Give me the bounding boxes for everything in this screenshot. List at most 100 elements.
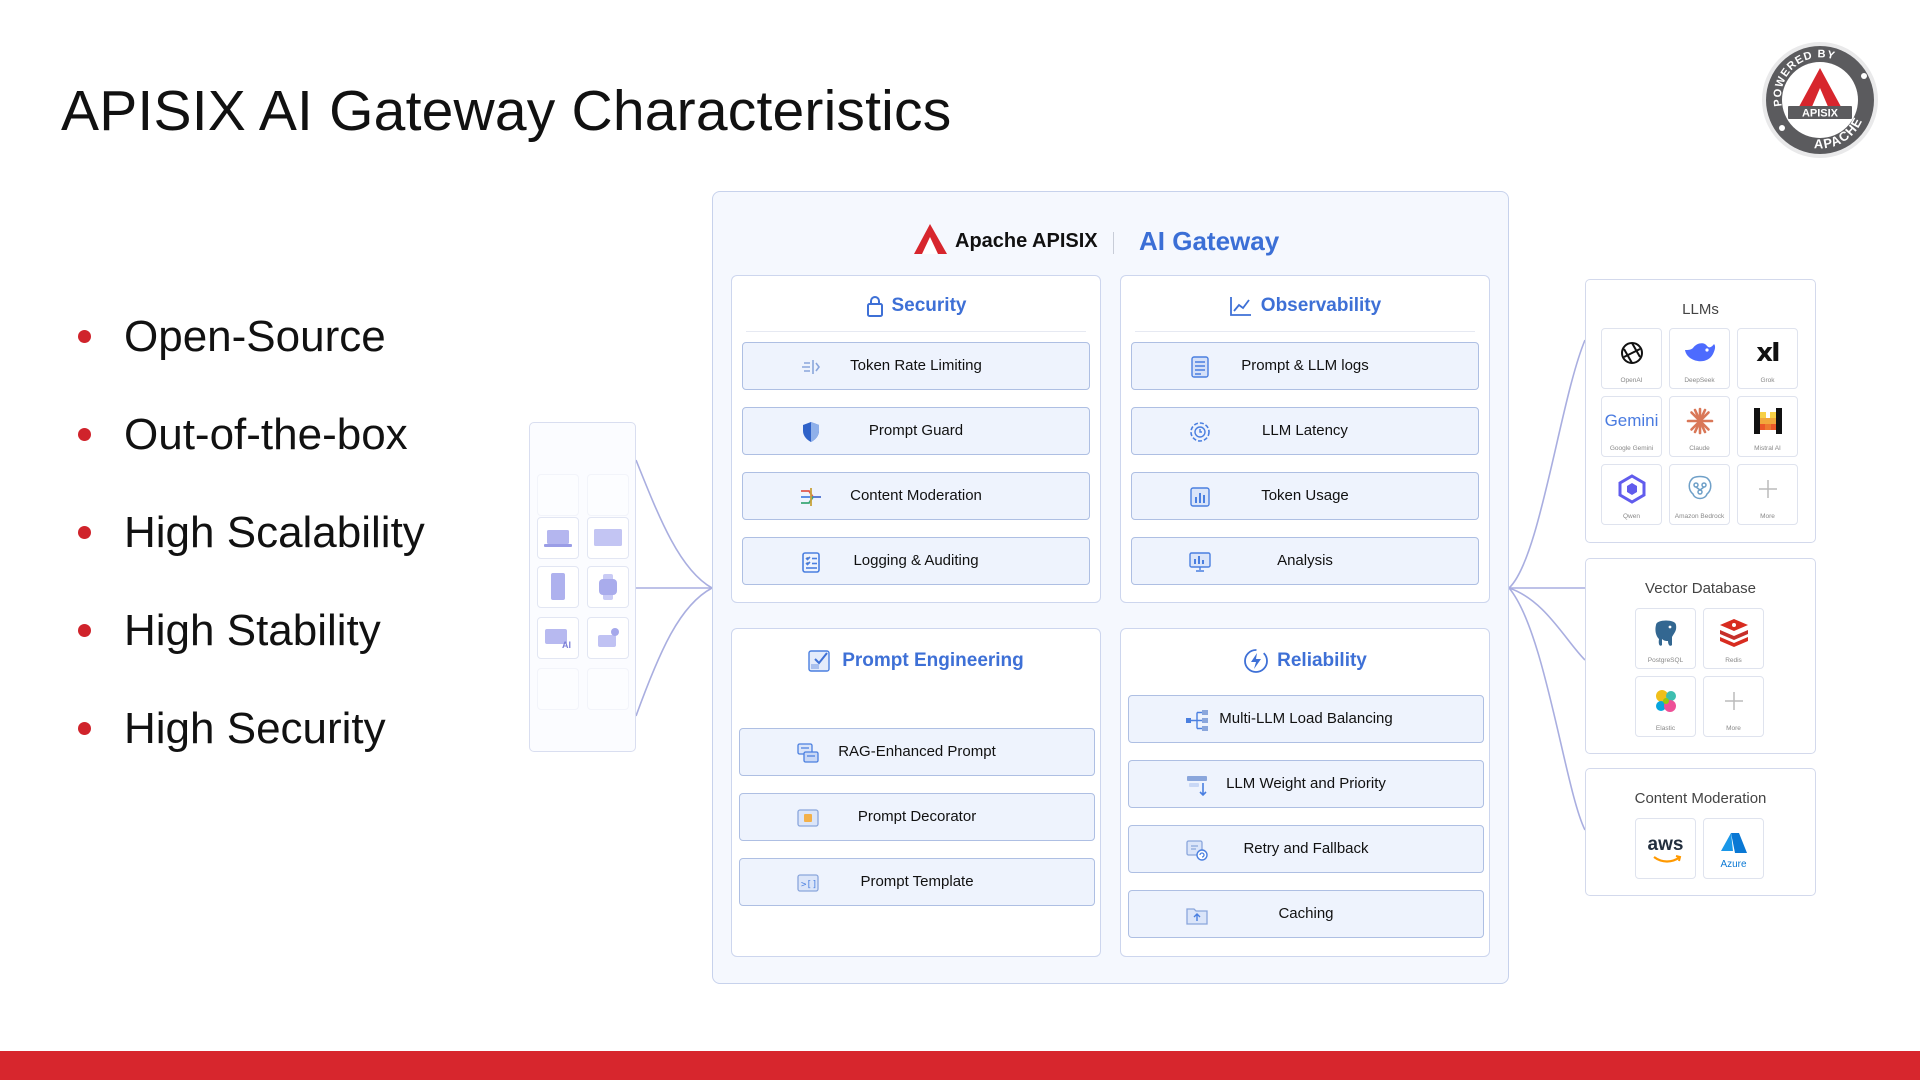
prompt-engineering-heading: Prompt Engineering (732, 648, 1100, 674)
device-tile (587, 617, 629, 659)
security-card: Security Token Rate Limiting Prompt Guar… (731, 275, 1101, 603)
feature-analysis: Analysis (1131, 537, 1479, 585)
vector-tile-more: More (1703, 676, 1764, 737)
device-tile (537, 566, 579, 608)
mobile-phone-icon (551, 573, 565, 600)
prompt-icon (808, 650, 830, 672)
load-balance-icon (1186, 710, 1208, 731)
bullet-item: Out-of-the-box (74, 408, 425, 506)
client-devices-panel: AI (529, 422, 636, 752)
observability-heading: Observability (1121, 295, 1489, 317)
llm-tile-openai: OpenAI (1601, 328, 1662, 389)
lock-icon (866, 296, 883, 317)
aws-smile-icon (1653, 855, 1682, 863)
bullet-item: High Stability (74, 604, 425, 702)
security-heading: Security (732, 295, 1100, 317)
device-tile (587, 474, 629, 516)
llms-panel: LLMs OpenAI DeepSeek xI Grok Gemini Goog… (1585, 279, 1816, 543)
llm-tile-deepseek: DeepSeek (1669, 328, 1730, 389)
vector-database-panel: Vector Database PostgreSQL Redis Elastic… (1585, 558, 1816, 754)
redis-icon (1719, 619, 1748, 647)
laptop-icon (544, 530, 572, 547)
azure-icon (1720, 833, 1747, 853)
bullet-item: Open-Source (74, 310, 425, 408)
grok-icon: xI (1756, 338, 1780, 368)
bottom-brand-bar (0, 1051, 1920, 1080)
feature-prompt-llm-logs: Prompt & LLM logs (1131, 342, 1479, 390)
llm-tile-qwen: Qwen (1601, 464, 1662, 525)
rag-icon (797, 743, 819, 763)
device-tile (537, 668, 579, 710)
feature-retry-fallback: Retry and Fallback (1128, 825, 1484, 873)
feature-rag-enhanced-prompt: RAG-Enhanced Prompt (739, 728, 1095, 776)
llm-tile-more: More (1737, 464, 1798, 525)
smartwatch-icon (599, 574, 617, 600)
elastic-icon (1655, 690, 1676, 712)
header-divider (1113, 232, 1114, 254)
feature-caching: Caching (1128, 890, 1484, 938)
prompt-engineering-card: Prompt Engineering RAG-Enhanced Prompt P… (731, 628, 1101, 957)
checklist-icon (802, 552, 820, 573)
vector-tile-redis: Redis (1703, 608, 1764, 669)
llm-tile-bedrock: Amazon Bedrock (1669, 464, 1730, 525)
moderation-icon (801, 488, 821, 506)
bullet-dot-icon (78, 526, 91, 539)
desktop-icon (594, 529, 622, 546)
device-tile (587, 517, 629, 559)
vector-database-title: Vector Database (1645, 580, 1756, 597)
llms-title: LLMs (1682, 301, 1719, 318)
azure-label: Azure (1720, 859, 1747, 870)
observability-card: Observability Prompt & LLM logs LLM Late… (1120, 275, 1490, 603)
weight-icon (1187, 776, 1207, 797)
clock-icon (1190, 422, 1210, 442)
bullet-item: High Scalability (74, 506, 425, 604)
feature-prompt-decorator: Prompt Decorator (739, 793, 1095, 841)
feature-token-rate-limiting: Token Rate Limiting (742, 342, 1090, 390)
feature-prompt-guard: Prompt Guard (742, 407, 1090, 455)
folder-icon (1186, 908, 1208, 925)
slide-title: APISIX AI Gateway Characteristics (61, 79, 952, 143)
ai-gateway-frame: Apache APISIX AI Gateway Security Token … (712, 191, 1509, 984)
openai-icon (1620, 342, 1643, 364)
badge-center-text: APISIX (1802, 108, 1839, 120)
device-tile: AI (537, 617, 579, 659)
rate-limit-icon (802, 360, 820, 374)
feature-prompt-template: >[] Prompt Template (739, 858, 1095, 906)
retry-icon (1186, 840, 1208, 861)
llm-tile-grok: xI Grok (1737, 328, 1798, 389)
lightning-icon (1244, 649, 1269, 673)
bedrock-icon (1688, 475, 1711, 500)
device-tile (537, 474, 579, 516)
document-icon (1191, 356, 1209, 378)
feature-multi-llm-load-balancing: Multi-LLM Load Balancing (1128, 695, 1484, 743)
bar-chart-icon (1190, 487, 1210, 507)
claude-icon (1686, 407, 1713, 435)
monitor-icon (1189, 552, 1211, 572)
vector-tile-elastic: Elastic (1635, 676, 1696, 737)
device-tile (587, 668, 629, 710)
bullet-dot-icon (78, 722, 91, 735)
deepseek-icon (1684, 343, 1715, 362)
plus-icon (1758, 480, 1777, 498)
feature-llm-weight-priority: LLM Weight and Priority (1128, 760, 1484, 808)
decorator-icon (797, 809, 819, 827)
llm-tile-mistral: Mistral AI (1737, 396, 1798, 457)
apisix-logo-icon (914, 224, 947, 254)
moderation-tile-aws: aws (1635, 818, 1696, 879)
bullet-dot-icon (78, 428, 91, 441)
device-tile (537, 517, 579, 559)
feature-token-usage: Token Usage (1131, 472, 1479, 520)
bullet-item: High Security (74, 702, 425, 800)
template-icon: >[] (797, 874, 819, 892)
llm-tile-gemini: Gemini Google Gemini (1601, 396, 1662, 457)
powered-by-apache-apisix-badge: POWERED BY APACHE APISIX (1762, 42, 1878, 158)
device-tile (587, 566, 629, 608)
gateway-product-title: AI Gateway (1139, 226, 1280, 256)
shield-icon (803, 422, 819, 442)
gateway-header: Apache APISIX AI Gateway (713, 220, 1508, 260)
llm-tile-claude: Claude (1669, 396, 1730, 457)
mistral-icon (1753, 408, 1782, 434)
bullet-dot-icon (78, 330, 91, 343)
content-moderation-title: Content Moderation (1634, 790, 1767, 807)
chart-icon (1229, 297, 1251, 316)
